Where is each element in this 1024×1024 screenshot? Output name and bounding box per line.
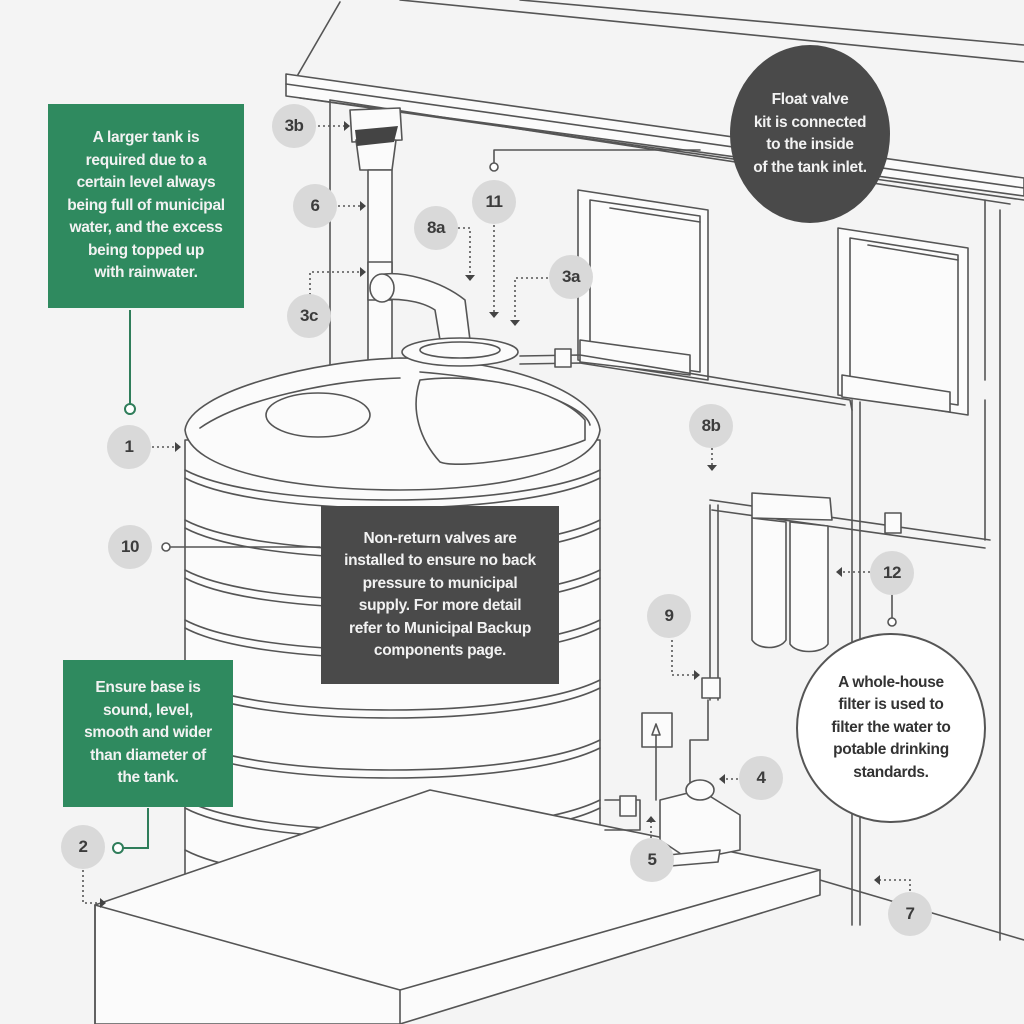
marker-3b: 3b — [272, 104, 316, 148]
marker-8a: 8a — [414, 206, 458, 250]
callout-base: Ensure base is sound, level, smooth and … — [63, 660, 233, 807]
marker-3c: 3c — [287, 294, 331, 338]
window-1 — [577, 189, 709, 381]
leader-lines — [82, 121, 911, 908]
marker-4: 4 — [739, 756, 783, 800]
window-2 — [837, 227, 969, 416]
marker-6: 6 — [293, 184, 337, 228]
whole-house-filter — [751, 492, 833, 653]
marker-5: 5 — [630, 838, 674, 882]
callout-filter: A whole-house filter is used to filter t… — [796, 633, 986, 823]
callout-larger-tank-text: A larger tank is required due to a certa… — [67, 129, 225, 282]
marker-12: 12 — [870, 551, 914, 595]
callout-base-text: Ensure base is sound, level, smooth and … — [84, 679, 212, 787]
marker-7: 7 — [888, 892, 932, 936]
callout-filter-text: A whole-house filter is used to filter t… — [831, 673, 951, 781]
callout-larger-tank: A larger tank is required due to a certa… — [48, 104, 244, 308]
callout-float-valve: Float valve kit is connected to the insi… — [730, 45, 890, 223]
callout-float-valve-text: Float valve kit is connected to the insi… — [753, 91, 867, 176]
marker-3a: 3a — [549, 255, 593, 299]
marker-8b: 8b — [689, 404, 733, 448]
marker-11: 11 — [472, 180, 516, 224]
callout-non-return-valves: Non-return valves are installed to ensur… — [321, 506, 559, 684]
marker-9: 9 — [647, 594, 691, 638]
marker-1: 1 — [107, 425, 151, 469]
marker-2: 2 — [61, 825, 105, 869]
callout-non-return-valves-text: Non-return valves are installed to ensur… — [344, 529, 536, 660]
marker-10: 10 — [108, 525, 152, 569]
